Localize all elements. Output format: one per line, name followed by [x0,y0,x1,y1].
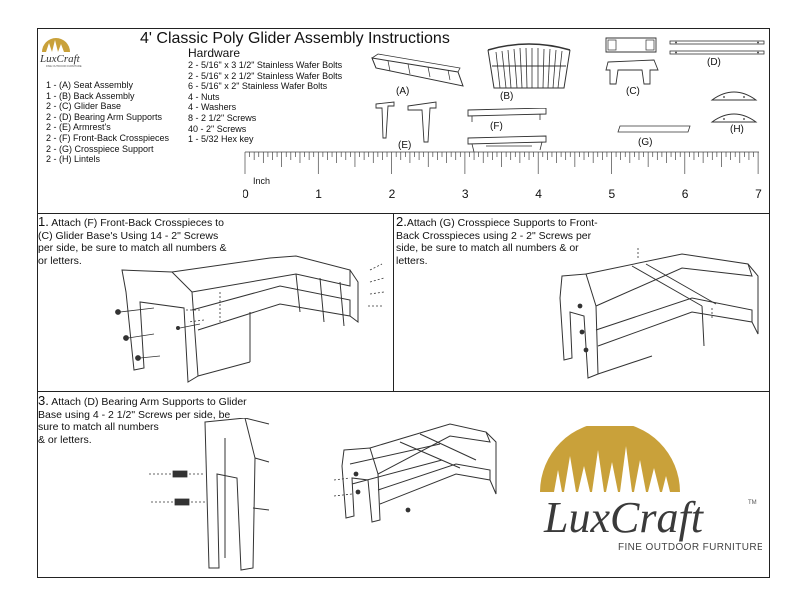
hardware-item: 4 - Washers [188,102,237,113]
luxcraft-small-logo: LuxCraft FINE OUTDOOR FURNITURE [39,38,82,68]
part-h-lintel-illustration [710,91,758,123]
part-label-f: (F) [490,121,503,132]
hardware-item: 2 - 5/16" x 3 1/2" Stainless Wafer Bolts [188,60,343,70]
step-3-line: & or letters. [38,433,92,446]
step-1-line: per side, be sure to match all numbers & [38,242,227,254]
step-2-line: Attach (G) Crosspiece Supports to Front- [406,217,598,229]
small-logo-tagline: FINE OUTDOOR FURNITURE [46,64,82,68]
section-divider-vertical [393,213,394,391]
section-divider-top [37,213,770,214]
part-label-h: (H) [730,124,744,135]
step-1-line: (C) Glider Base's Using 14 - 2" Screws [38,229,219,242]
ruler-numbers: 0 1 2 3 4 5 6 7 [243,187,762,201]
part-label-a: (A) [396,86,410,97]
part-d-bearing-arm-illustration [669,40,765,55]
hardware-title: Hardware [188,46,241,60]
ruler-number: 0 [243,187,249,201]
step-3-assembly-illustration [333,423,497,523]
logo-tree-silhouettes [554,446,670,492]
part-c-glider-base-illustration [605,37,659,85]
part-item: 2 - (E) Armrest's [46,122,111,133]
step-1-line: or letters. [38,254,82,267]
ruler-ticks [244,152,759,174]
step-1-text: 1. Attach (F) Front-Back Crosspieces to … [38,214,227,267]
ruler-number: 5 [609,187,616,201]
part-a-seat-illustration [371,53,464,87]
step-3-line: Base using 4 - 2 1/2" Screws per side, b… [38,408,231,421]
hardware-item: 1 - 5/32 Hex key [188,134,254,145]
instruction-sheet [37,28,770,578]
part-b-back-illustration [487,43,571,89]
logo-tagline: FINE OUTDOOR FURNITURE [618,542,762,553]
part-item: 2 - (C) Glider Base [46,101,122,112]
part-item: 2 - (G) Crosspiece Support [46,143,154,154]
part-label-e: (E) [398,140,412,151]
step-3-detail-illustration [149,418,270,571]
inch-ruler: Inch 0 1 2 3 4 5 6 7 [243,151,762,201]
parts-list: 1 - (A) Seat Assembly 1 - (B) Back Assem… [46,80,169,165]
ruler-number: 1 [315,187,322,201]
logo-wordmark: LuxCraft [543,493,705,542]
hardware-item: 2 - 5/16" x 2 1/2" Stainless Wafer Bolts [188,70,343,81]
part-item: 1 - (A) Seat Assembly [46,80,134,90]
part-f-crosspiece-illustration [467,108,547,153]
step-1-illustration [115,255,385,383]
part-label-g: (G) [638,137,653,148]
step-2-line: letters. [396,254,428,267]
part-item: 2 - (D) Bearing Arm Supports [46,111,163,122]
logo-trademark: TM [748,500,757,506]
step-2-illustration [559,248,759,379]
section-divider-middle [37,391,770,392]
step-2-line: Back Crosspieces using 2 - 2" Screws per [396,229,592,242]
step-1-line: Attach (F) Front-Back Crosspieces to [51,217,224,229]
ruler-unit-label: Inch [253,176,270,186]
logo-sun-arc [540,426,680,492]
step-3-line: sure to match all numbers [38,421,159,433]
small-logo-wordmark: LuxCraft [39,53,81,65]
step-2-text: 2.Attach (G) Crosspiece Supports to Fron… [396,214,598,267]
ruler-number: 3 [462,187,469,201]
part-item: 2 - (F) Front-Back Crosspieces [46,132,170,143]
step-2-line: side, be sure to match all numbers & or [396,242,579,254]
part-label-b: (B) [500,91,514,102]
part-label-c: (C) [626,86,640,97]
part-item: 2 - (H) Lintels [46,154,101,165]
hardware-item: 6 - 5/16" x 2" Stainless Wafer Bolts [188,81,328,92]
hardware-item: 8 - 2 1/2" Screws [188,112,257,123]
part-e-armrest-illustration [375,101,437,143]
hardware-item: 40 - 2" Screws [188,123,247,134]
part-item: 1 - (B) Back Assembly [46,90,135,101]
part-g-crosspiece-support-illustration [617,125,691,133]
page-title: 4' Classic Poly Glider Assembly Instruct… [140,30,450,47]
ruler-number: 2 [389,187,396,201]
step-2-number: 2. [396,214,407,229]
step-3-line: Attach (D) Bearing Arm Supports to Glide… [51,396,247,408]
step-3-number: 3. [38,393,49,408]
step-1-number: 1. [38,214,49,229]
ruler-number: 7 [755,187,762,201]
luxcraft-large-logo: LuxCraft TM FINE OUTDOOR FURNITURE [540,426,762,553]
step-3-text: 3. Attach (D) Bearing Arm Supports to Gl… [38,393,247,446]
hardware-list: 2 - 5/16" x 3 1/2" Stainless Wafer Bolts… [188,60,342,145]
ruler-number: 4 [535,187,542,201]
ruler-number: 6 [682,187,689,201]
part-label-d: (D) [707,57,721,68]
hardware-item: 4 - Nuts [188,91,220,102]
